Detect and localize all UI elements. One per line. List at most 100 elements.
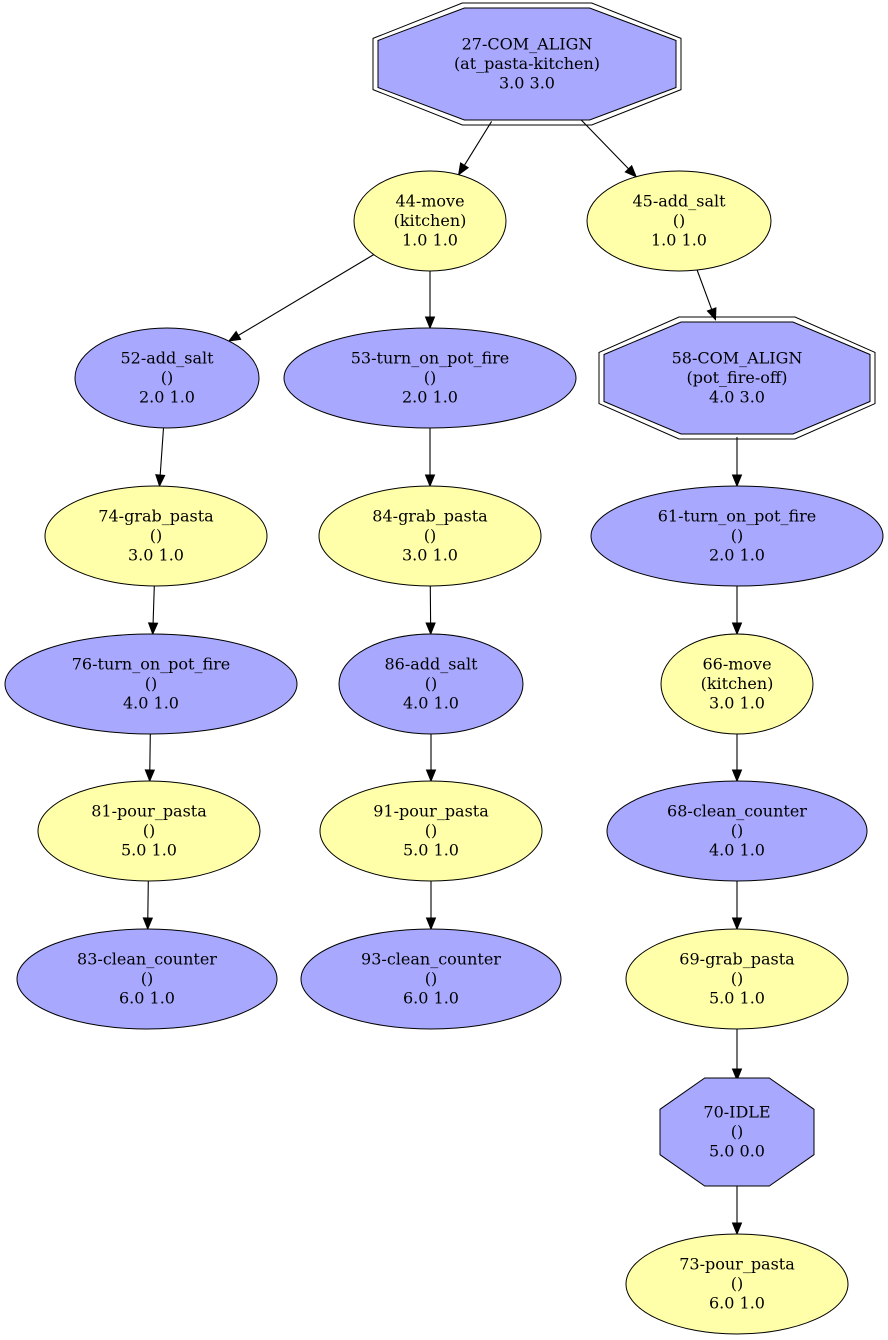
node-title: 84-grab_pasta [372, 507, 488, 526]
node-values: 3.0 1.0 [128, 546, 184, 565]
arrowhead-icon [142, 917, 154, 931]
node-shape [353, 170, 507, 272]
node-44: 44-move(kitchen)1.0 1.0 [353, 170, 507, 272]
node-shape [659, 1077, 815, 1187]
node-args: () [161, 368, 173, 387]
node-args: () [731, 1274, 743, 1293]
node-shape [606, 780, 868, 882]
node-values: 6.0 1.0 [403, 989, 459, 1008]
node-45: 45-add_salt()1.0 1.0 [586, 170, 772, 272]
node-values: 3.0 3.0 [499, 74, 555, 93]
node-values: 5.0 0.0 [709, 1142, 765, 1161]
node-args: () [143, 821, 155, 840]
node-shape [586, 170, 772, 272]
arrowhead-icon [424, 316, 436, 330]
node-values: 4.0 1.0 [709, 841, 765, 860]
node-title: 86-add_salt [384, 655, 478, 674]
arrowhead-icon [624, 164, 638, 178]
node-args: () [145, 674, 157, 693]
arrowhead-icon [731, 474, 743, 488]
edge-n69-n70 [731, 1029, 743, 1082]
node-args: (pot_fire-off) [687, 368, 788, 387]
node-shape [318, 485, 542, 587]
arrowhead-icon [424, 474, 436, 488]
node-title: 83-clean_counter [77, 950, 217, 969]
node-outer-border [372, 2, 682, 126]
node-70: 70-IDLE()5.0 0.0 [659, 1077, 815, 1187]
node-title: 52-add_salt [120, 349, 214, 368]
node-shape [37, 780, 261, 882]
edge-n70-n73 [731, 1184, 743, 1236]
edge-n84-n86 [425, 585, 436, 636]
edge-line [152, 585, 155, 624]
node-values: 5.0 1.0 [403, 841, 459, 860]
edge-n91-n93 [425, 881, 437, 931]
node-args: () [731, 969, 743, 988]
arrowhead-icon [731, 917, 743, 931]
edge-n58-n61 [731, 437, 743, 488]
arrowhead-icon [147, 622, 159, 636]
edge-n86-n91 [425, 734, 437, 783]
edge-line [238, 254, 374, 336]
node-values: 2.0 1.0 [709, 546, 765, 565]
node-values: 1.0 1.0 [402, 231, 458, 250]
node-title: 58-COM_ALIGN [672, 349, 803, 368]
edge-n44-n52 [227, 254, 374, 342]
edge-n52-n74 [155, 427, 166, 488]
node-61: 61-turn_on_pot_fire()2.0 1.0 [590, 485, 884, 587]
node-74: 74-grab_pasta()3.0 1.0 [44, 485, 268, 587]
edge-n27-n45 [580, 118, 638, 178]
node-27: 27-COM_ALIGN(at_pasta-kitchen)3.0 3.0 [372, 2, 682, 126]
node-84: 84-grab_pasta()3.0 1.0 [318, 485, 542, 587]
arrowhead-icon [425, 622, 436, 636]
node-args: () [424, 368, 436, 387]
node-title: 81-pour_pasta [91, 802, 207, 821]
node-outer-border [598, 316, 876, 440]
node-shape [319, 780, 543, 882]
node-args: () [425, 969, 437, 988]
node-shape [660, 633, 814, 735]
node-shape [625, 928, 849, 1030]
node-title: 69-grab_pasta [679, 950, 795, 969]
edge-line [463, 121, 493, 166]
node-title: 44-move [395, 192, 464, 211]
node-shape [625, 1233, 849, 1335]
node-args: () [673, 211, 685, 230]
node-69: 69-grab_pasta()5.0 1.0 [625, 928, 849, 1030]
node-86: 86-add_salt()4.0 1.0 [338, 633, 524, 735]
node-68: 68-clean_counter()4.0 1.0 [606, 780, 868, 882]
node-title: 53-turn_on_pot_fire [351, 349, 509, 368]
edge-line [147, 880, 149, 919]
node-83: 83-clean_counter()6.0 1.0 [16, 928, 278, 1030]
node-title: 66-move [702, 655, 771, 674]
node-args: () [141, 969, 153, 988]
arrowhead-icon [731, 1222, 743, 1236]
node-args: () [425, 674, 437, 693]
arrowhead-icon [731, 622, 743, 636]
edge-n44-n53 [424, 271, 436, 330]
edge-n53-n84 [424, 428, 436, 488]
node-title: 74-grab_pasta [98, 507, 214, 526]
arrowhead-icon [457, 162, 470, 176]
arrowhead-icon [155, 474, 166, 488]
node-args: () [424, 526, 436, 545]
node-shape [603, 321, 871, 435]
node-args: () [150, 526, 162, 545]
node-81: 81-pour_pasta()5.0 1.0 [37, 780, 261, 882]
node-shape [590, 485, 884, 587]
node-title: 91-pour_pasta [373, 802, 489, 821]
node-args: (kitchen) [394, 211, 467, 230]
edge-n74-n76 [147, 585, 159, 636]
node-shape [74, 327, 260, 429]
node-values: 4.0 3.0 [709, 388, 765, 407]
node-values: 4.0 1.0 [403, 694, 459, 713]
arrowhead-icon [227, 330, 242, 342]
node-shape [44, 485, 268, 587]
node-values: 1.0 1.0 [651, 231, 707, 250]
node-shape [377, 7, 677, 121]
node-53: 53-turn_on_pot_fire()2.0 1.0 [283, 327, 577, 429]
node-shape [16, 928, 278, 1030]
node-args: () [731, 821, 743, 840]
node-values: 2.0 1.0 [139, 388, 195, 407]
node-title: 45-add_salt [632, 192, 726, 211]
